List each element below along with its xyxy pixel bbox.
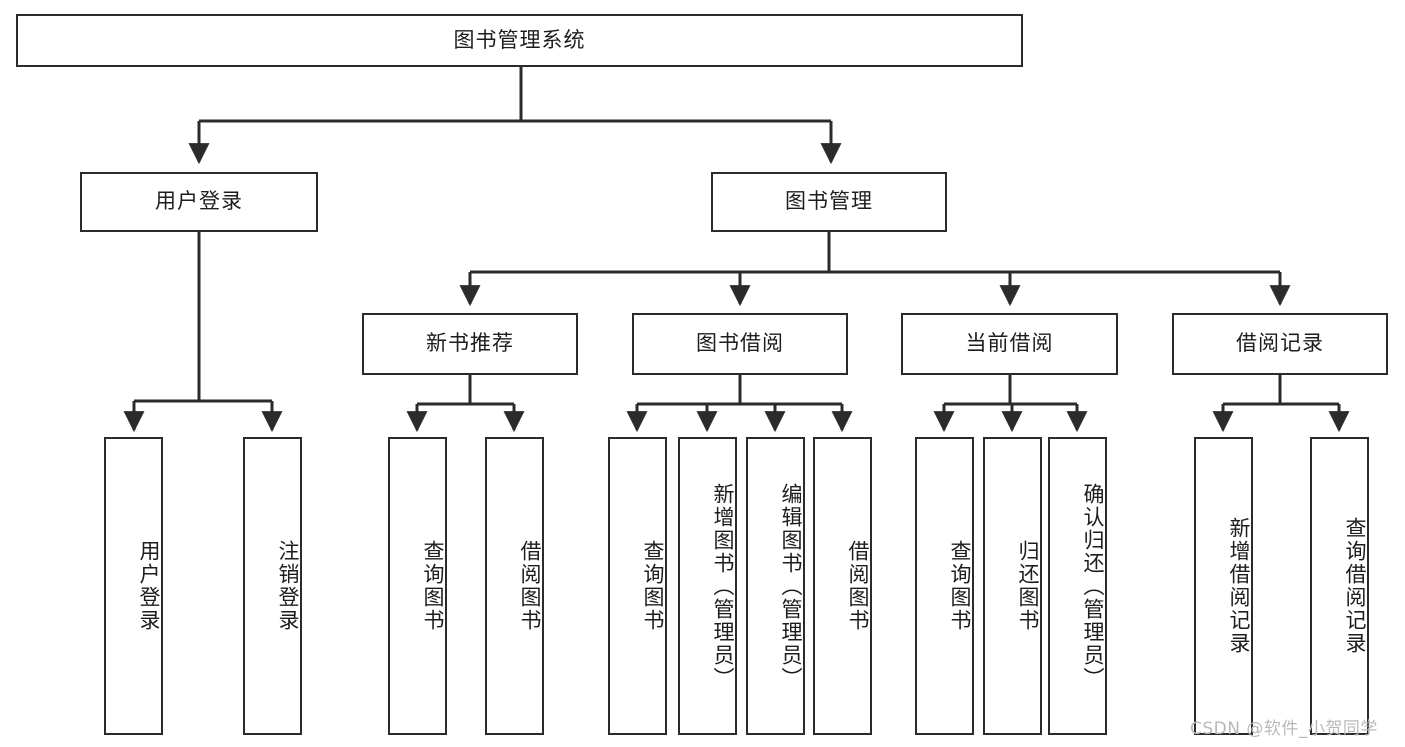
leaf-confirm-return-admin-label: 确认归还（管理员） <box>1081 482 1105 690</box>
leaf-query-book-current-label: 查询图书 <box>948 540 972 632</box>
leaf-query-borrow-record-label: 查询借阅记录 <box>1343 517 1367 655</box>
leaf-query-borrow-record[interactable]: 查询借阅记录 <box>1310 437 1369 735</box>
node-new-book-rec[interactable]: 新书推荐 <box>362 313 578 375</box>
node-book-borrow-label: 图书借阅 <box>696 331 784 356</box>
leaf-add-borrow-record[interactable]: 新增借阅记录 <box>1194 437 1253 735</box>
node-root[interactable]: 图书管理系统 <box>16 14 1023 67</box>
leaf-edit-book-admin[interactable]: 编辑图书（管理员） <box>746 437 805 735</box>
csdn-watermark: CSDN @软件_小贺同学 <box>1190 719 1378 739</box>
node-current-borrow[interactable]: 当前借阅 <box>901 313 1118 375</box>
leaf-add-book-admin[interactable]: 新增图书（管理员） <box>678 437 737 735</box>
node-new-book-rec-label: 新书推荐 <box>426 331 514 356</box>
leaf-return-book[interactable]: 归还图书 <box>983 437 1042 735</box>
node-borrow-record-label: 借阅记录 <box>1236 331 1324 356</box>
leaf-logout-label: 注销登录 <box>276 540 300 632</box>
node-borrow-record[interactable]: 借阅记录 <box>1172 313 1388 375</box>
leaf-user-login-label: 用户登录 <box>137 540 161 632</box>
leaf-add-borrow-record-label: 新增借阅记录 <box>1227 517 1251 655</box>
node-book-borrow[interactable]: 图书借阅 <box>632 313 848 375</box>
node-book-manage[interactable]: 图书管理 <box>711 172 947 232</box>
node-current-borrow-label: 当前借阅 <box>965 331 1054 356</box>
leaf-query-book-current[interactable]: 查询图书 <box>915 437 974 735</box>
node-root-label: 图书管理系统 <box>453 27 586 52</box>
leaf-borrow-book-label: 借阅图书 <box>846 540 870 632</box>
node-book-manage-label: 图书管理 <box>785 189 873 214</box>
leaf-query-book-rec-label: 查询图书 <box>421 540 445 632</box>
leaf-add-book-admin-label: 新增图书（管理员） <box>711 482 735 690</box>
leaf-return-book-label: 归还图书 <box>1016 540 1040 632</box>
leaf-logout[interactable]: 注销登录 <box>243 437 302 735</box>
leaf-query-book-borrow-label: 查询图书 <box>641 540 665 632</box>
leaf-query-book-borrow[interactable]: 查询图书 <box>608 437 667 735</box>
leaf-confirm-return-admin[interactable]: 确认归还（管理员） <box>1048 437 1107 735</box>
node-user-login[interactable]: 用户登录 <box>80 172 318 232</box>
leaf-edit-book-admin-label: 编辑图书（管理员） <box>779 482 803 690</box>
leaf-borrow-book-rec-label: 借阅图书 <box>518 540 542 632</box>
leaf-borrow-book-rec[interactable]: 借阅图书 <box>485 437 544 735</box>
leaf-borrow-book[interactable]: 借阅图书 <box>813 437 872 735</box>
leaf-user-login[interactable]: 用户登录 <box>104 437 163 735</box>
node-user-login-label: 用户登录 <box>155 189 243 214</box>
leaf-query-book-rec[interactable]: 查询图书 <box>388 437 447 735</box>
